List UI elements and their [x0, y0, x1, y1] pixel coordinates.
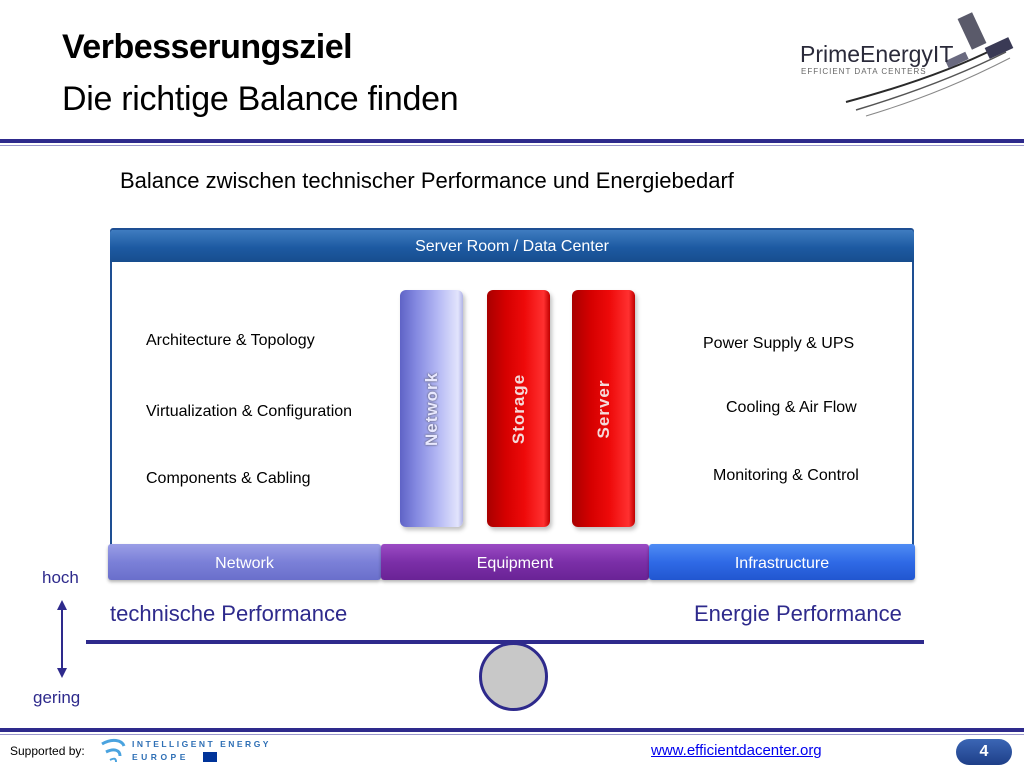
bar-infrastructure: Infrastructure: [649, 544, 915, 580]
page-number-badge: 4: [956, 739, 1012, 765]
left-item-virtualization: Virtualization & Configuration: [146, 403, 352, 421]
slide-subtitle-heading: Die richtige Balance finden: [62, 80, 458, 119]
sponsor-line2: EUROPE: [132, 752, 189, 762]
pillar-server: Server: [572, 290, 635, 527]
eu-flag-icon: [203, 752, 217, 762]
slide-title: Verbesserungsziel: [62, 28, 352, 67]
technical-performance-label: technische Performance: [110, 601, 347, 627]
pillar-storage-label: Storage: [509, 373, 529, 443]
energy-performance-label: Energie Performance: [694, 601, 902, 627]
balance-fulcrum: [479, 642, 548, 711]
bar-network: Network: [108, 544, 381, 580]
primeenergyit-logo: PrimeEnergyIT EFFICIENT DATA CENTERS: [796, 6, 1022, 124]
supported-by-label: Supported by:: [10, 744, 85, 758]
pillar-network-label: Network: [422, 371, 442, 445]
diagram-caption: Balance zwischen technischer Performance…: [120, 168, 734, 194]
right-item-power: Power Supply & UPS: [703, 335, 854, 353]
logo-wordmark: PrimeEnergyIT: [800, 41, 953, 67]
bar-equipment: Equipment: [381, 544, 649, 580]
header-rule-thin: [0, 145, 1024, 146]
scale-low-label: gering: [33, 688, 80, 708]
left-item-architecture: Architecture & Topology: [146, 332, 315, 350]
left-item-components: Components & Cabling: [146, 470, 311, 488]
intelligent-energy-europe-logo: INTELLIGENT ENERGY EUROPE: [100, 736, 280, 764]
sponsor-line1: INTELLIGENT ENERGY: [132, 739, 271, 749]
footer-rule: [0, 728, 1024, 732]
scale-high-label: hoch: [42, 568, 79, 588]
swirl-icon: [102, 740, 124, 762]
pillar-storage: Storage: [487, 290, 550, 527]
website-link[interactable]: www.efficientdacenter.org: [651, 742, 822, 759]
footer-rule-thin: [0, 734, 1024, 735]
logo-tagline: EFFICIENT DATA CENTERS: [801, 67, 927, 76]
header-rule: [0, 139, 1024, 143]
right-item-monitoring: Monitoring & Control: [713, 467, 859, 485]
pillar-server-label: Server: [594, 379, 614, 438]
double-arrow-icon: [52, 600, 72, 678]
pillar-network: Network: [400, 290, 463, 527]
right-item-cooling: Cooling & Air Flow: [726, 399, 857, 417]
data-center-header: Server Room / Data Center: [110, 230, 914, 262]
